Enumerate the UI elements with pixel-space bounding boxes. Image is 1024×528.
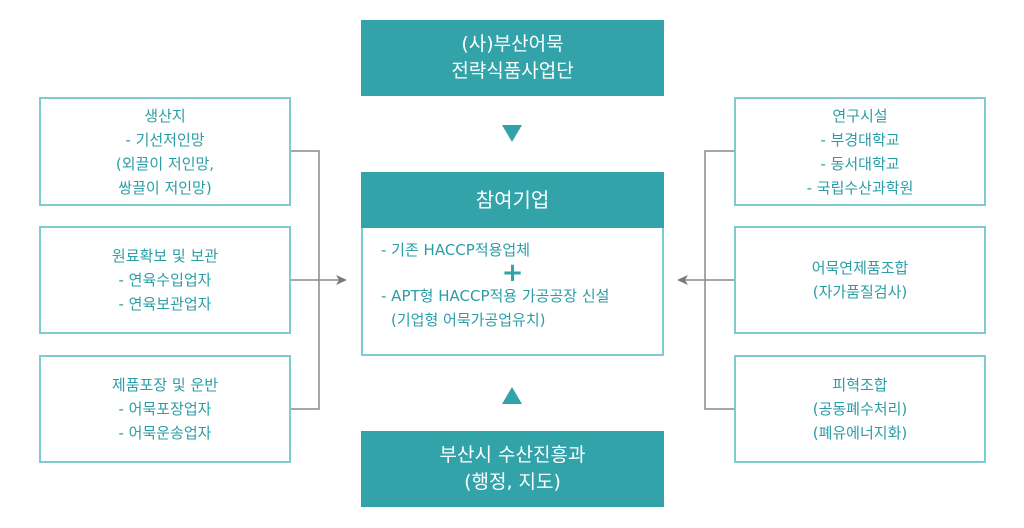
- center-item: (기업형 어묵가공업유치): [391, 311, 546, 329]
- bottom-box-busan-fisheries: 부산시 수산진흥과 (행정, 지도): [361, 431, 664, 507]
- bottom-box-line: 부산시 수산진흥과: [439, 444, 586, 466]
- top-box-line: (사)부산어묵: [461, 33, 564, 55]
- box-line: 생산지: [144, 106, 186, 125]
- right-box-fishcake-union: 어묵연제품조합 (자가품질검사): [734, 226, 986, 334]
- box-line: (폐유에너지화): [812, 424, 908, 442]
- down-triangle-icon: [502, 125, 522, 142]
- right-box-leather-union: 피혁조합 (공동폐수처리) (폐유에너지화): [734, 355, 986, 463]
- box-line: 연구시설: [832, 106, 888, 125]
- box-line: 어묵연제품조합: [811, 259, 909, 277]
- box-line: - 동서대학교: [820, 154, 900, 173]
- left-box-production: 생산지 - 기선저인망 (외끌이 저인망, 쌍끌이 저인망): [39, 97, 291, 206]
- box-line: - 연육보관업자: [118, 295, 212, 313]
- top-box-line: 전략식품사업단: [451, 60, 574, 82]
- bottom-box-line: (행정, 지도): [464, 471, 561, 493]
- box-line: - 부경대학교: [820, 130, 900, 149]
- box-line: - 국립수산과학원: [806, 178, 914, 197]
- box-line: (자가품질검사): [812, 283, 908, 301]
- box-line: - 어묵운송업자: [118, 424, 212, 442]
- box-line: - 기선저인망: [125, 130, 205, 149]
- top-box-busan-fishcake: (사)부산어묵 전략식품사업단: [361, 20, 664, 96]
- center-box-header: 참여기업: [361, 172, 664, 228]
- center-title: 참여기업: [475, 187, 550, 212]
- right-arrowhead-icon: [677, 275, 688, 285]
- box-line: (공동폐수처리): [812, 400, 908, 418]
- plus-icon: +: [501, 258, 524, 288]
- right-box-research: 연구시설 - 부경대학교 - 동서대학교 - 국립수산과학원: [734, 97, 986, 206]
- box-line: 원료확보 및 보관: [111, 247, 219, 265]
- up-triangle-icon: [502, 387, 522, 404]
- box-line: 쌍끌이 저인망): [118, 178, 212, 197]
- box-line: - 연육수입업자: [118, 271, 212, 289]
- center-item: - APT형 HACCP적용 가공공장 신설: [381, 287, 610, 305]
- left-box-packaging: 제품포장 및 운반 - 어묵포장업자 - 어묵운송업자: [39, 355, 291, 463]
- box-line: (외끌이 저인망,: [115, 154, 215, 173]
- center-box-body: - 기존 HACCP적용업체 + - APT형 HACCP적용 가공공장 신설 …: [361, 228, 664, 356]
- box-line: - 어묵포장업자: [118, 400, 212, 418]
- left-arrowhead-icon: [336, 275, 347, 285]
- left-box-raw-materials: 원료확보 및 보관 - 연육수입업자 - 연육보관업자: [39, 226, 291, 334]
- box-line: 제품포장 및 운반: [111, 376, 219, 394]
- box-line: 피혁조합: [832, 376, 888, 394]
- center-item: - 기존 HACCP적용업체: [381, 241, 531, 259]
